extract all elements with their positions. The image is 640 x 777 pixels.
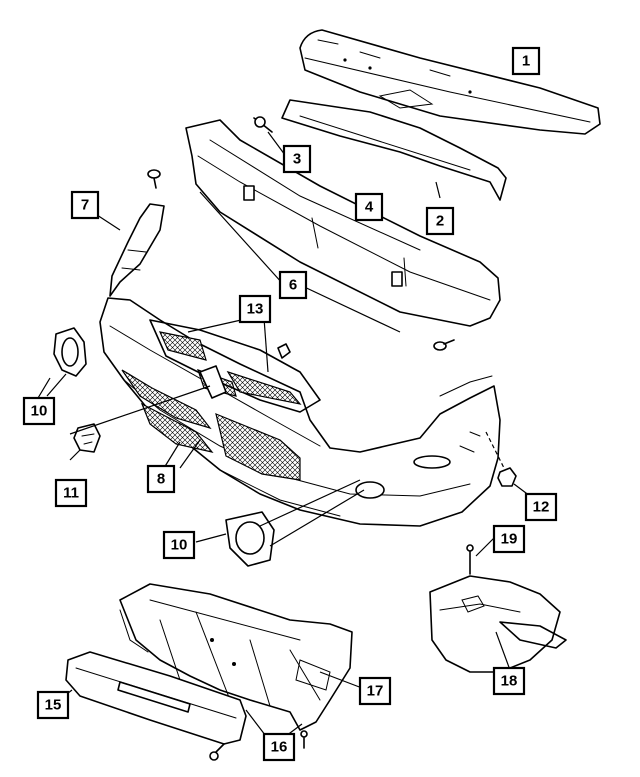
push-pin-fastener-upper (147, 169, 161, 189)
callout-17: 17 (358, 676, 392, 706)
callout-10-lower: 10 (162, 530, 196, 560)
seal-strip-part-2 (281, 99, 507, 201)
svg-text:19: 19 (501, 531, 518, 548)
energy-absorber-part-4 (185, 119, 501, 327)
leader-lines (37, 131, 531, 745)
svg-text:4: 4 (365, 199, 374, 216)
svg-text:8: 8 (157, 471, 165, 488)
upper-cover-part-1 (299, 29, 601, 135)
callout-12: 12 (524, 492, 558, 522)
callout-19: 19 (492, 524, 526, 554)
svg-text:6: 6 (289, 277, 297, 294)
fastener-screws-part-16 (209, 730, 308, 761)
svg-text:16: 16 (271, 739, 288, 756)
bumper-bracket-part-7 (109, 203, 165, 297)
svg-text:3: 3 (293, 151, 301, 168)
fender-section-part-18 (429, 575, 567, 673)
callout-7: 7 (70, 190, 100, 220)
fog-lamp-bezel-lower-part-10 (225, 511, 275, 567)
svg-text:13: 13 (247, 301, 264, 318)
stud-part-19 (466, 544, 474, 575)
screw-part-3 (253, 116, 273, 133)
callout-2: 2 (425, 206, 455, 236)
svg-text:15: 15 (45, 697, 62, 714)
svg-text:11: 11 (63, 485, 79, 502)
push-pin-fastener-lower (433, 339, 455, 351)
callout-10-left: 10 (22, 396, 56, 426)
callout-3: 3 (282, 144, 312, 174)
callout-4: 4 (354, 192, 384, 222)
callout-11: 11 (54, 478, 88, 508)
fog-lamp-bezel-left-part-10 (53, 327, 87, 377)
svg-text:12: 12 (533, 499, 550, 516)
nut-part-12 (497, 467, 517, 487)
svg-text:17: 17 (367, 683, 384, 700)
svg-text:7: 7 (81, 197, 89, 214)
svg-text:2: 2 (436, 213, 444, 230)
svg-text:1: 1 (522, 53, 530, 70)
callout-18: 18 (492, 666, 526, 696)
emblem-clip (277, 343, 291, 359)
callout-15: 15 (36, 690, 70, 720)
callout-13: 13 (238, 294, 272, 324)
callout-16: 16 (262, 732, 296, 762)
svg-text:18: 18 (501, 673, 518, 690)
svg-text:10: 10 (171, 537, 188, 554)
callout-8: 8 (146, 464, 176, 494)
callout-1: 1 (511, 46, 541, 76)
radiator-support-assembly (119, 583, 353, 731)
callout-6: 6 (278, 270, 308, 300)
upper-grille-part-13 (149, 319, 321, 413)
svg-text:10: 10 (31, 403, 48, 420)
bumper-reinforcement-part-15 (65, 651, 247, 745)
